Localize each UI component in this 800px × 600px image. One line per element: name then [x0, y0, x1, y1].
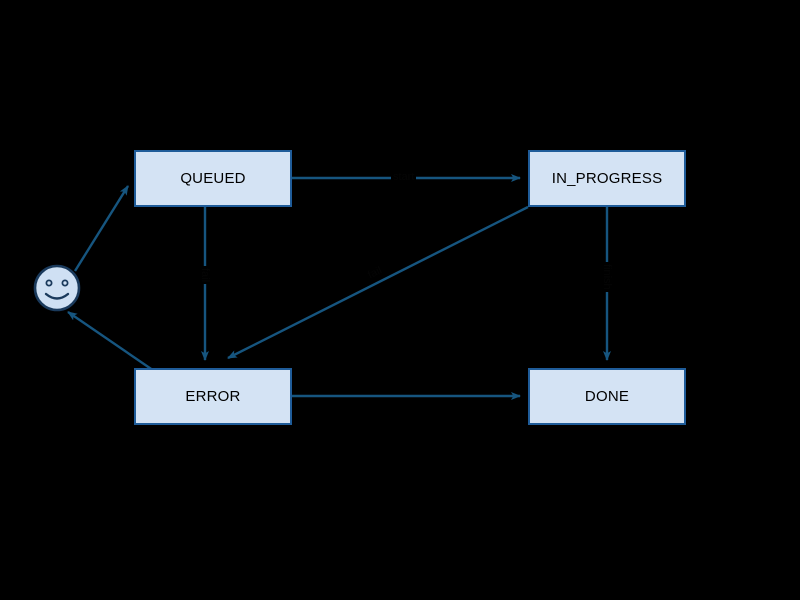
edge-error-to-start	[67, 311, 161, 376]
state-node-error-label: ERROR	[185, 388, 241, 405]
edge-start-to-queued	[73, 185, 130, 272]
edge-label-in-progress-to-done: finish	[601, 262, 614, 292]
state-node-done-label: DONE	[584, 388, 630, 405]
state-node-queued-label: QUEUED	[180, 170, 246, 187]
state-node-in-progress-label: IN_PROGRESS	[551, 170, 663, 187]
state-node-done[interactable]: DONE	[528, 368, 686, 425]
smiley-face-icon	[33, 264, 81, 312]
state-node-in-progress[interactable]: IN_PROGRESS	[528, 150, 686, 207]
start-state-node[interactable]	[32, 263, 82, 313]
edge-label-queued-to-in-progress: start	[391, 171, 417, 184]
state-node-error[interactable]: ERROR	[134, 368, 292, 425]
edge-in-progress-to-error	[227, 205, 529, 360]
edge-label-queued-to-error: fail	[199, 266, 212, 285]
state-node-queued[interactable]: QUEUED	[134, 150, 292, 207]
